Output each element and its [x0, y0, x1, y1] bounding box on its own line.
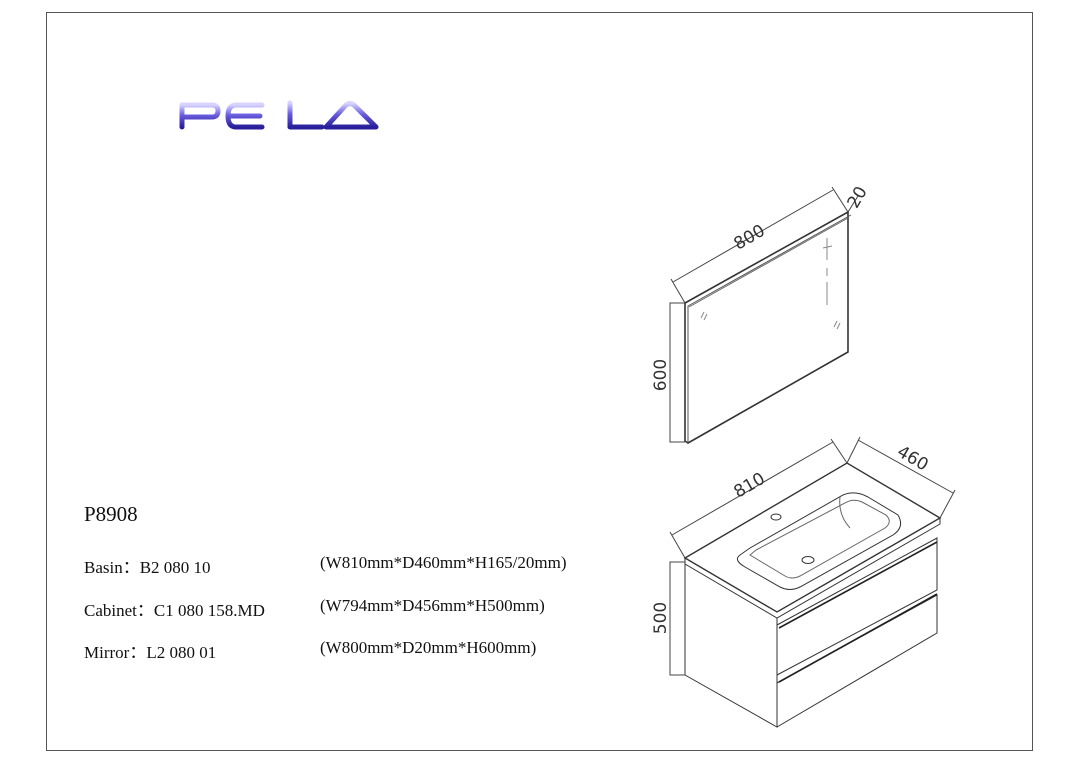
brand-logo	[176, 95, 386, 140]
cabinet-label: Cabinet：C1 080 158.MD	[84, 601, 265, 620]
cabinet-dimensions: (W794mm*D456mm*H500mm)	[320, 596, 545, 615]
mirror-dimensions: (W800mm*D20mm*H600mm)	[320, 638, 537, 657]
sheet-border	[46, 12, 1033, 751]
product-code: P8908	[84, 502, 138, 526]
mirror-height-dimension: 600	[651, 359, 671, 391]
mirror-label: Mirror：L2 080 01	[84, 643, 217, 662]
basin-dimensions: (W810mm*D460mm*H165/20mm)	[320, 553, 567, 572]
vanity-drawing	[669, 436, 956, 728]
vanity-height-dimension: 500	[651, 602, 671, 634]
mirror-width-dimension: 800	[730, 221, 768, 255]
mirror-depth-dimension: 20	[844, 183, 872, 212]
mirror-drawing	[669, 186, 859, 444]
basin-label: Basin：B2 080 10	[84, 558, 211, 577]
